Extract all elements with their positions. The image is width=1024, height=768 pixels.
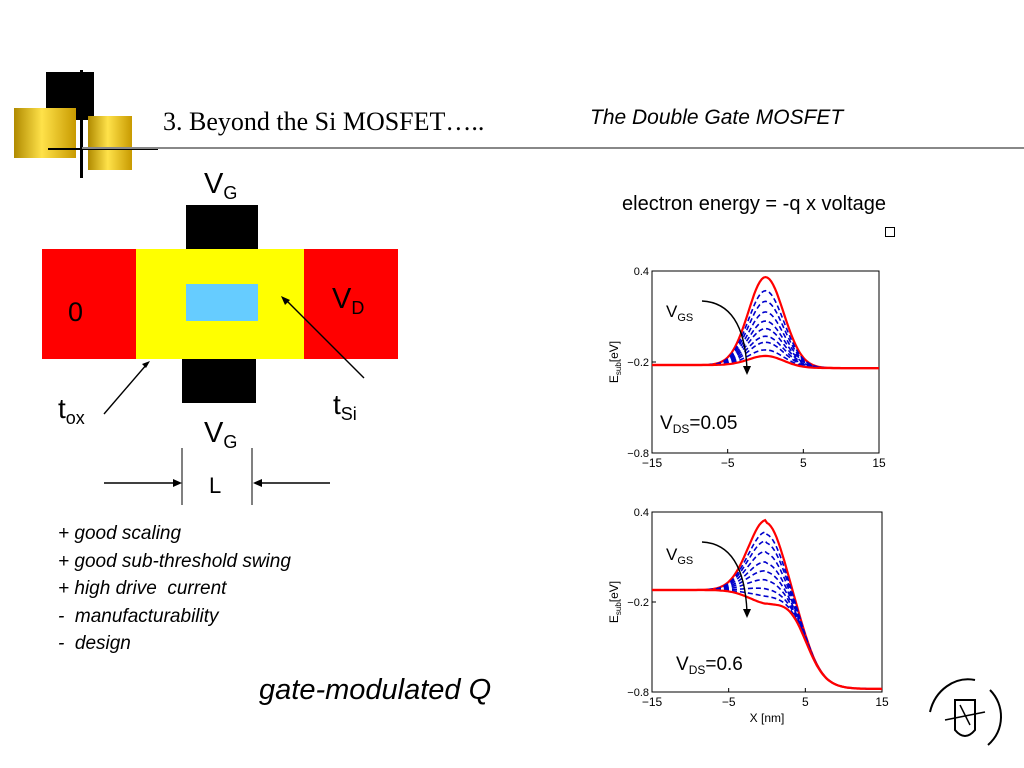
vgs-arrow [701, 300, 748, 370]
source-contact [42, 249, 136, 359]
x-tick-label: 5 [802, 695, 809, 709]
silicon-body [186, 284, 258, 321]
vgs-annotation: VGS [666, 545, 693, 567]
length-arrowhead-left [173, 479, 182, 487]
gate-modulated-caption: gate-modulated Q [259, 674, 492, 706]
list-item: + good sub-threshold swing [58, 550, 291, 572]
energy-curve-dashed [652, 587, 883, 690]
drain-label: VD [332, 283, 364, 318]
bottom-gate [182, 357, 256, 403]
tsi-arrow [285, 299, 365, 379]
y-axis-label: Esub[eV] [607, 341, 623, 383]
energy-curve-solid [652, 588, 883, 691]
y-tick-label: −0.8 [627, 448, 649, 460]
tox-arrow [103, 363, 148, 415]
seal-logo-icon [929, 678, 1002, 746]
slide-title: 3. Beyond the Si MOSFET….. [163, 107, 485, 136]
y-tick-label: 0.4 [634, 266, 649, 278]
x-tick-label: −5 [721, 456, 735, 470]
bullet-square-icon [885, 227, 895, 237]
top-oxide [136, 249, 304, 284]
logo-decoration [0, 0, 160, 180]
vgs-arrowhead [743, 366, 751, 375]
bottom-gate-label: VG [204, 417, 237, 452]
slide-subtitle: The Double Gate MOSFET [590, 106, 844, 129]
energy-curve-dashed [652, 578, 883, 690]
energy-curve-solid [652, 354, 879, 370]
pros-cons-list: + good scaling + good sub-threshold swin… [58, 520, 291, 658]
x-tick-label: 15 [872, 456, 886, 470]
tsi-label: tSi [333, 389, 357, 424]
drain-contact [304, 249, 398, 359]
vgs-arrowhead [743, 609, 751, 618]
y-axis-label: Esub[eV] [607, 581, 623, 623]
logo-horizontal-line [48, 148, 158, 150]
vgs-annotation: VGS [666, 302, 693, 324]
vgs-arrow [701, 541, 748, 613]
tox-label: tox [58, 393, 85, 428]
length-label: L [209, 473, 221, 498]
x-tick-label: −5 [722, 695, 736, 709]
top-gate-label: VG [204, 168, 237, 203]
tsi-arrowhead [281, 296, 290, 305]
list-item: - manufacturability [58, 605, 219, 627]
vds-label: VDS=0.6 [676, 654, 743, 677]
list-item: - design [58, 633, 131, 654]
x-axis-label: X [nm] [750, 711, 785, 725]
length-arrowhead-right [253, 479, 262, 487]
header-rule [82, 147, 1024, 149]
y-tick-label: 0.4 [634, 507, 649, 519]
y-tick-label: −0.2 [627, 357, 649, 369]
logo-gold-square-right [88, 116, 132, 170]
source-label: 0 [68, 297, 83, 327]
list-item: + good scaling [58, 523, 182, 544]
list-item: + high drive current [58, 578, 227, 599]
bottom-oxide [136, 321, 304, 359]
y-tick-label: −0.2 [627, 597, 649, 609]
x-tick-label: −15 [642, 695, 663, 709]
tox-arrowhead [142, 361, 150, 368]
y-tick-label: −0.8 [627, 687, 649, 699]
x-tick-label: 15 [875, 695, 889, 709]
top-gate [186, 205, 258, 251]
energy-equation: electron energy = -q x voltage [622, 193, 887, 215]
x-tick-label: −15 [642, 456, 663, 470]
x-tick-label: 5 [800, 456, 807, 470]
vds-label: VDS=0.05 [660, 413, 737, 436]
logo-vertical-line [80, 70, 83, 178]
